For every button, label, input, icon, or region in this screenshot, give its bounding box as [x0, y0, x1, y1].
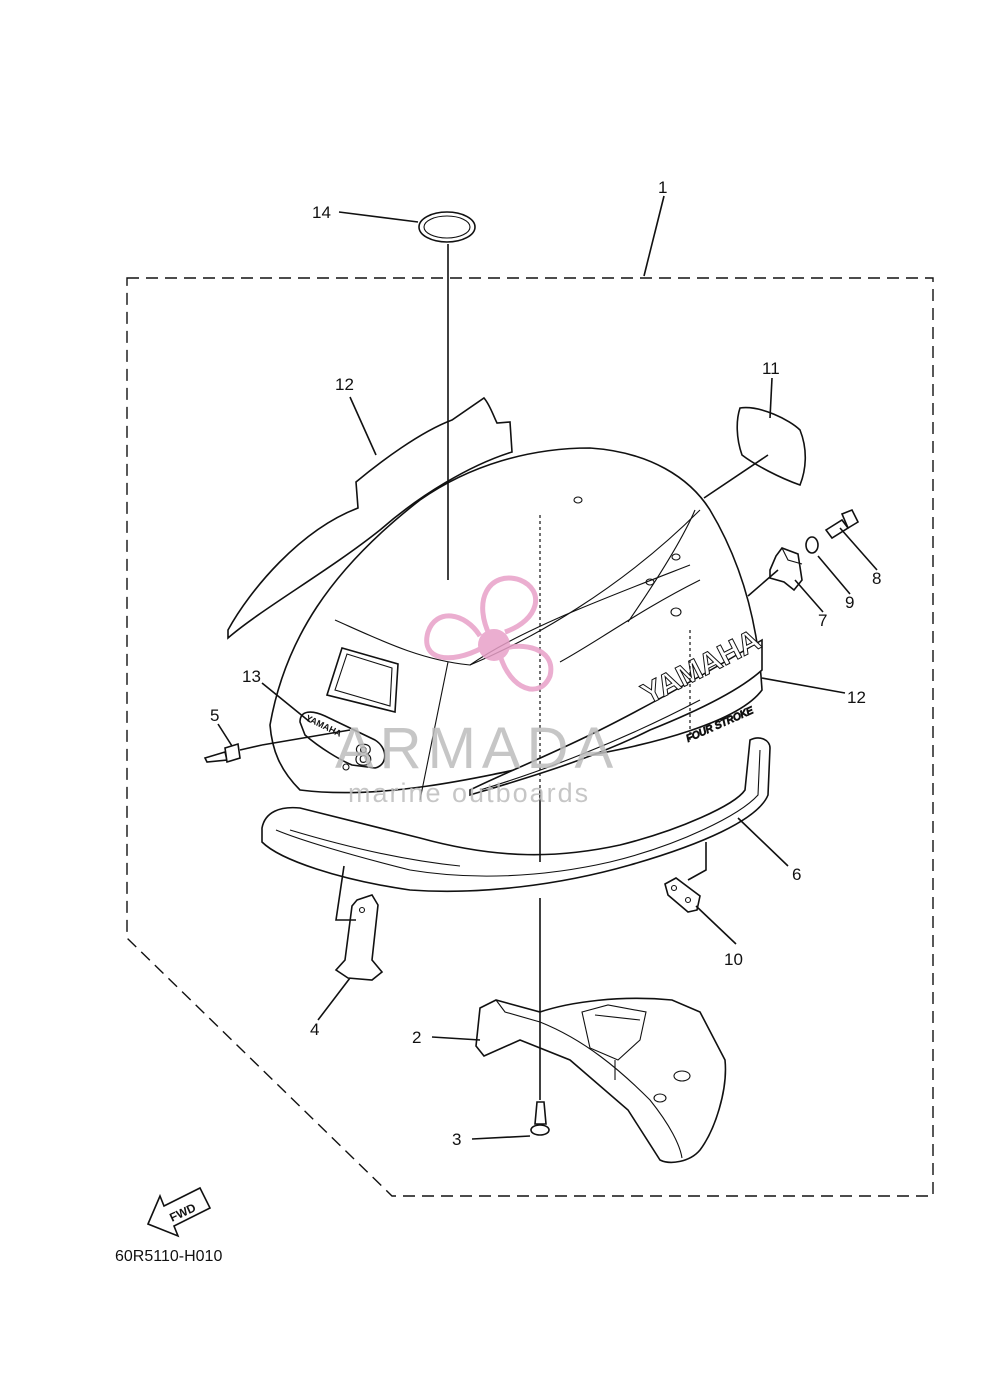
fwd-arrow-icon: FWD	[146, 1186, 212, 1238]
callout-1: 1	[658, 178, 667, 197]
clip-part	[664, 877, 701, 913]
callout-13: 13	[242, 667, 261, 686]
drawing-number: 60R5110-H010	[115, 1248, 223, 1265]
handle-part	[475, 997, 727, 1164]
callout-9: 9	[845, 593, 854, 612]
callout-5: 5	[210, 706, 219, 725]
watermark-tagline: marine outboards	[348, 778, 590, 808]
callout-12-top: 12	[335, 375, 354, 394]
callout-7: 7	[818, 611, 827, 630]
o-ring-part	[418, 211, 476, 243]
assembly-boundary	[126, 277, 934, 1197]
propeller-logo	[424, 575, 554, 692]
watermark-brand: ARMADA	[335, 716, 619, 781]
callout-4: 4	[310, 1020, 319, 1039]
callout-10: 10	[724, 950, 743, 969]
callout-11: 11	[762, 359, 780, 378]
callout-12-side: 12	[847, 688, 866, 707]
top-decal-part	[227, 396, 513, 640]
small-decal-part	[736, 406, 807, 487]
callout-2: 2	[412, 1028, 421, 1047]
bracket-part	[334, 894, 384, 981]
emblem-hp-text: 8	[355, 739, 372, 772]
callout-6: 6	[792, 865, 801, 884]
rivet-part	[203, 742, 263, 764]
callout-8: 8	[872, 569, 881, 588]
clamp-part	[769, 547, 803, 592]
side-stripe-decal-part	[469, 638, 763, 797]
emblem-decal-part	[299, 711, 386, 769]
callout-14: 14	[312, 203, 331, 222]
watermark: ARMADA marine outboards	[335, 575, 619, 808]
bolt-part	[824, 508, 860, 540]
screw-part	[530, 1101, 550, 1136]
washer-part	[805, 536, 819, 554]
callout-3: 3	[452, 1130, 461, 1149]
